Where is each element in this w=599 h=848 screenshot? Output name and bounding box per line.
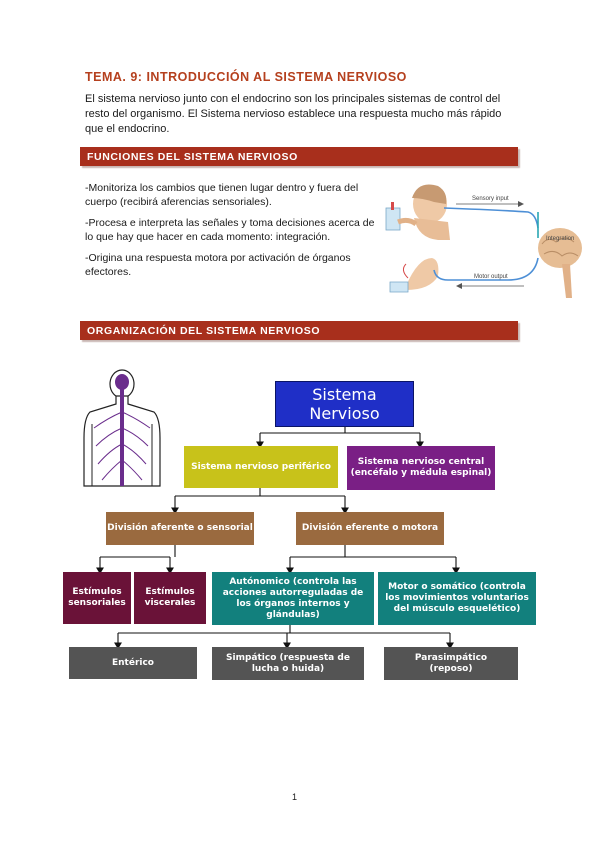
page-number: 1 [292, 792, 298, 802]
intro-paragraph: El sistema nervioso junto con el endocri… [85, 93, 502, 135]
peripheral-box: Sistema nervioso periférico [184, 446, 338, 488]
function-item: -Monitoriza los cambios que tienen lugar… [85, 182, 359, 208]
integration-label: Integration [546, 236, 575, 242]
enteric-box: Entérico [69, 647, 197, 679]
somatic-box: Motor o somático (controla los movimient… [378, 572, 536, 625]
autonomic-box: Autónomico (controla las acciones autorr… [212, 572, 374, 625]
functions-list: -Monitoriza los cambios que tienen lugar… [85, 182, 375, 287]
afferent-box: División aferente o sensorial [106, 512, 254, 545]
central-box: Sistema nervioso central (encéfalo y méd… [347, 446, 495, 490]
efferent-box: División eferente o motora [296, 512, 444, 545]
sensory-stimuli-box: Estímulos sensoriales [63, 572, 131, 624]
parasympathetic-box: Parasimpático (reposo) [384, 647, 518, 680]
root-box: Sistema Nervioso [275, 381, 414, 427]
sympathetic-box: Simpático (respuesta de lucha o huida) [212, 647, 364, 680]
nervous-loop-illustration: Sensory input Integration Motor output [378, 178, 584, 304]
function-item: -Origina una respuesta motora por activa… [85, 252, 351, 278]
visceral-stimuli-box: Estímulos viscerales [134, 572, 206, 624]
motor-output-label: Motor output [474, 274, 508, 280]
function-item: -Procesa e interpreta las señales y toma… [85, 217, 375, 243]
page-title: TEMA. 9: INTRODUCCIÓN AL SISTEMA NERVIOS… [85, 70, 407, 84]
section-heading-organization: ORGANIZACIÓN DEL SISTEMA NERVIOSO [80, 321, 518, 340]
sensory-input-label: Sensory input [472, 196, 509, 202]
human-nervous-figure [80, 368, 164, 490]
section-heading-functions: FUNCIONES DEL SISTEMA NERVIOSO [80, 147, 518, 166]
